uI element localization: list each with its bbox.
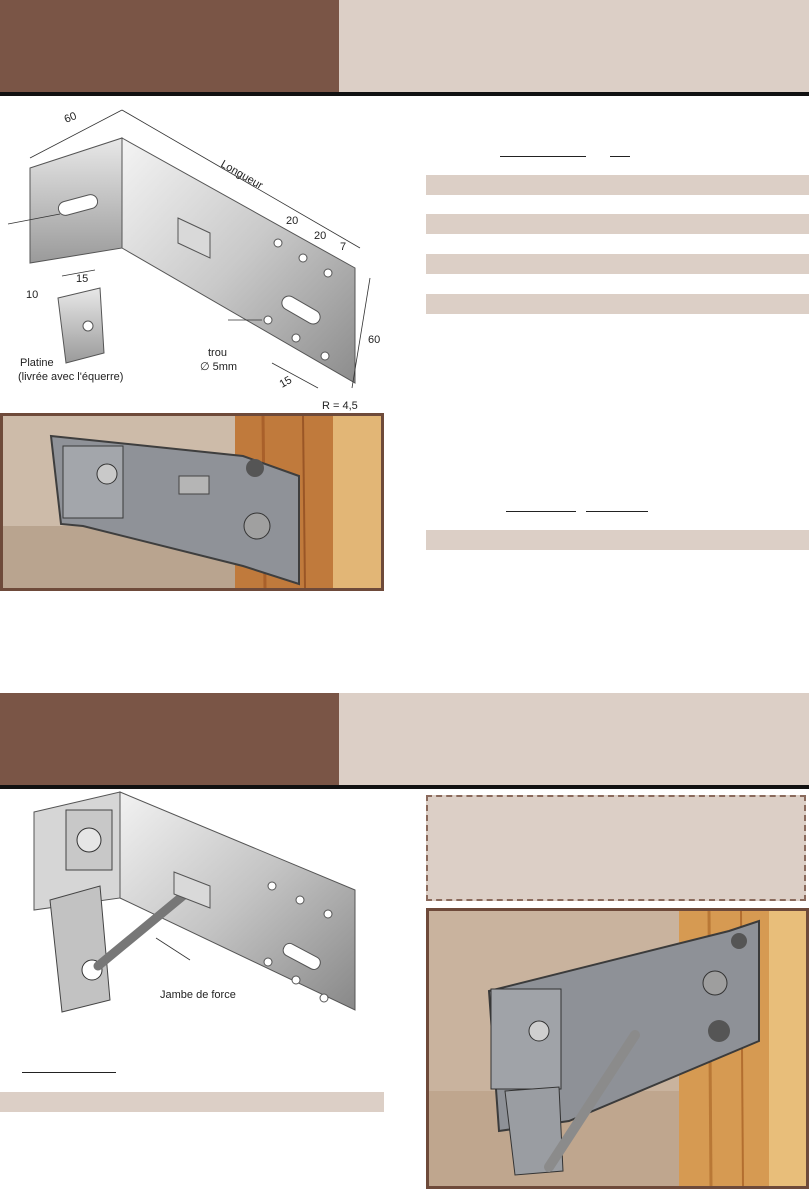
strut-photo-frame xyxy=(426,908,809,1189)
dim-10: 10 xyxy=(26,289,38,301)
bracket-long-arm xyxy=(121,137,356,384)
strut-label: Jambe de force xyxy=(160,989,236,1001)
plate-label-line2: (livrée avec l'équerre) xyxy=(18,371,123,383)
section2-header-rule xyxy=(0,785,809,789)
dim-radius: R = 4,5 xyxy=(322,400,358,412)
s2-dashed-note-box xyxy=(426,795,806,901)
plate-label-line1: Platine xyxy=(20,357,54,369)
strut-installed-photo xyxy=(429,911,806,1186)
section1-header-rule xyxy=(0,92,809,96)
s2-band-1 xyxy=(0,1092,384,1112)
bracket-photo-frame xyxy=(0,413,384,591)
dim-60-top: 60 xyxy=(63,110,79,126)
s1-band-1 xyxy=(426,175,809,195)
s1-underline-d xyxy=(586,511,648,512)
s1-underline-b xyxy=(610,156,630,157)
section1-header-light-panel xyxy=(339,0,809,92)
s1-band-4 xyxy=(426,294,809,314)
dim-15-bottom: 15 xyxy=(278,374,295,391)
s1-band-3 xyxy=(426,254,809,274)
dim-15-left: 15 xyxy=(76,273,88,285)
dim-7: 7 xyxy=(340,241,346,253)
s1-band-2 xyxy=(426,214,809,234)
dim-longueur: Longueur xyxy=(219,158,266,192)
s1-underline-a xyxy=(500,156,586,157)
dim-20-b: 20 xyxy=(314,230,326,242)
dim-60-right: 60 xyxy=(368,334,380,346)
section2-header-light-panel xyxy=(339,693,809,785)
hole-label-line2: ∅ 5mm xyxy=(200,361,237,373)
dim-20-a: 20 xyxy=(286,215,298,227)
platine-plate xyxy=(57,287,105,364)
bracket-strut-diagram: Jambe de force xyxy=(33,791,356,1013)
section2-header-dark-panel xyxy=(0,693,339,785)
bracket-technical-diagram: 60 Longueur 20 20 7 15 10 60 15 R = 4,5 … xyxy=(7,109,380,412)
s2-underline-a xyxy=(22,1072,116,1073)
hole-label-line1: trou xyxy=(208,347,227,359)
bracket-installed-photo xyxy=(3,416,381,588)
section1-header-dark-panel xyxy=(0,0,339,92)
s1-underline-c xyxy=(506,511,576,512)
s1-band-5 xyxy=(426,530,809,550)
